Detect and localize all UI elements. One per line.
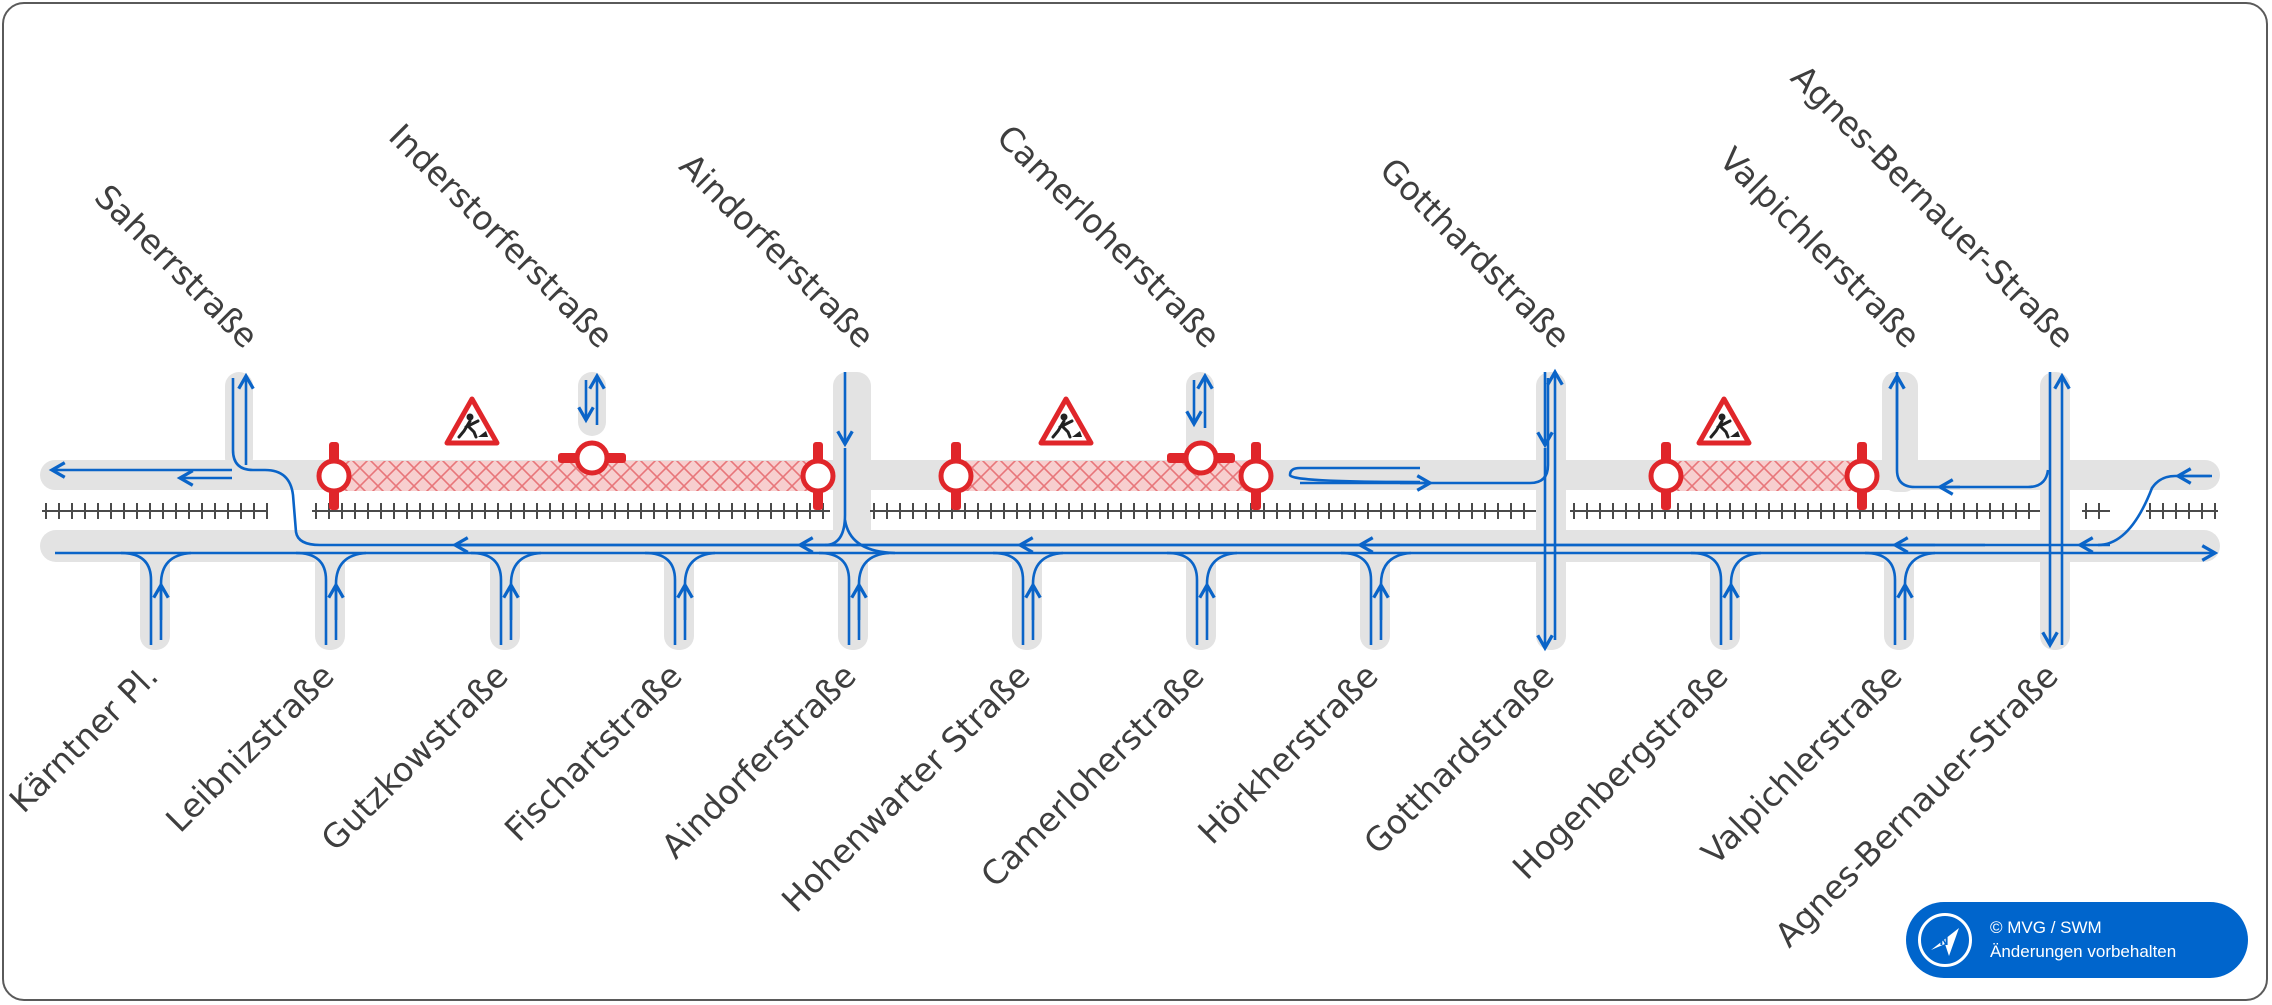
south-stub-in	[1340, 551, 1373, 645]
street-label: Hörkherstraße	[1190, 656, 1386, 852]
south-stub-routes	[120, 551, 1936, 645]
street-label: Camerloherstraße	[989, 117, 1228, 356]
closure-marker	[1238, 442, 1274, 510]
street-label: Gutzkowstraße	[314, 656, 516, 858]
route-aindorfer-n2	[824, 448, 847, 547]
road-stub-gutzkow	[490, 540, 520, 650]
street-label: Leibnizstraße	[158, 656, 342, 840]
road-stub-valpichler-s	[1884, 540, 1914, 650]
closure-marker	[1648, 442, 1684, 510]
construction-sign-icon	[1696, 396, 1752, 446]
route-gotthard-loop	[1288, 466, 1421, 484]
road-stub-gotthard-s	[1536, 540, 1566, 650]
compass-icon: N	[1918, 913, 1972, 967]
street-label: Inderstorferstraße	[381, 116, 621, 356]
street-label: Aindorferstraße	[672, 146, 882, 356]
road-stub-aindorfer-s	[838, 540, 868, 650]
closure-zone-1	[334, 461, 818, 491]
south-stub-in	[470, 551, 503, 645]
road-stub-saherrstrasse	[225, 372, 253, 472]
closure-marker-side-street	[558, 440, 626, 476]
road-stub-kaerntner	[140, 540, 170, 650]
road-stub-hohenwarter	[1012, 540, 1042, 650]
south-stub-in	[295, 551, 328, 645]
street-label: Saherrstraße	[87, 177, 266, 356]
road-stub-agnes-s	[2040, 540, 2070, 650]
detour-routes	[48, 368, 2219, 652]
disclaimer-text: Änderungen vorbehalten	[1990, 942, 2177, 961]
closure-marker	[800, 442, 836, 510]
road-stub-inderstorferstrasse	[578, 372, 606, 436]
road-stub-fischart	[664, 540, 694, 650]
street-label: Gotthardstraße	[1372, 150, 1578, 356]
compass-label: N	[1939, 935, 1948, 948]
construction-sign-icon	[444, 396, 500, 446]
copyright-text: © MVG / SWM	[1990, 918, 2102, 937]
road-stub-valpichlerstrasse-n	[1882, 372, 1918, 492]
street-label: Kärntner Pl.	[2, 656, 166, 820]
closure-marker	[316, 442, 352, 510]
south-stub-in	[1690, 551, 1723, 645]
road-stub-hogenberg	[1710, 540, 1740, 650]
route-saherr-down	[231, 378, 1985, 547]
street-label: Fischartstraße	[497, 656, 690, 849]
road-stub-aindorferstrasse-n	[833, 372, 871, 552]
construction-signs	[444, 396, 1752, 446]
route-valpichler-n	[1895, 372, 2050, 489]
south-stub-in	[1864, 551, 1897, 645]
south-stub-in	[1166, 551, 1199, 645]
construction-sign-icon	[1038, 396, 1094, 446]
closure-marker-side-street	[1167, 440, 1235, 476]
street-label: Agnes-Bernauer-Straße	[1783, 57, 2081, 355]
south-stub-in	[120, 551, 153, 645]
route-gotthard-loop2	[1300, 378, 1550, 485]
closure-marker	[1844, 442, 1880, 510]
road-stub-leibniz	[315, 540, 345, 650]
closure-zone-3	[1666, 461, 1862, 491]
south-stub-in	[644, 551, 677, 645]
route-agnes-east	[2097, 474, 2212, 547]
road-stub-gotthardstrasse-n	[1536, 372, 1566, 572]
south-stub-in	[818, 551, 851, 645]
closure-marker	[938, 442, 974, 510]
south-stub-in	[992, 551, 1025, 645]
tram-track	[42, 503, 2218, 519]
street-label: Gotthardstraße	[1356, 656, 1562, 862]
closure-markers	[316, 440, 1880, 510]
street-labels-south: Kärntner Pl.LeibnizstraßeGutzkowstraßeFi…	[2, 656, 2066, 954]
copyright-badge: N © MVG / SWM Änderungen vorbehalten	[1906, 902, 2248, 978]
road-stub-hoerkher	[1360, 540, 1390, 650]
road-stub-camerloher-s	[1186, 540, 1216, 650]
